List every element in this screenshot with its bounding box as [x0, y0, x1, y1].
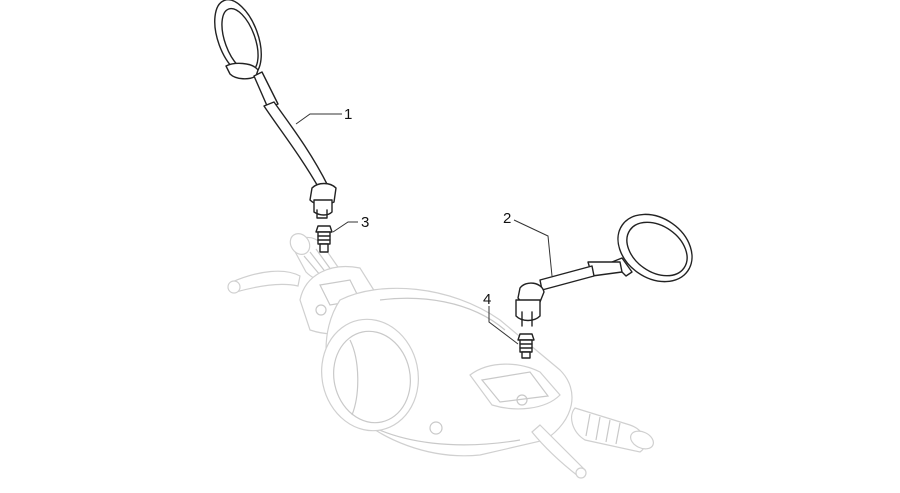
right-mirror-part [515, 213, 693, 327]
fixing-screw [429, 421, 443, 435]
leader-3 [332, 221, 358, 233]
right-switch-housing [469, 363, 561, 410]
left-mirror-stem [263, 101, 329, 191]
callout-3: 3 [361, 214, 369, 231]
left-mirror-part [214, 0, 337, 219]
callout-4: 4 [483, 291, 491, 308]
left-adaptor-part [315, 225, 333, 253]
left-brake-lever [227, 270, 301, 294]
callout-2: 2 [503, 210, 511, 227]
handlebar-assembly [227, 233, 654, 479]
leader-2 [513, 219, 553, 277]
leader-lines [295, 113, 553, 345]
headlight [321, 318, 419, 432]
right-brake-lever [531, 424, 587, 479]
right-mirror-glass [617, 213, 693, 283]
leader-1 [295, 113, 342, 125]
right-adaptor-part [517, 333, 535, 359]
callout-1: 1 [344, 106, 352, 123]
right-grip [571, 407, 654, 453]
right-mirror-stem [539, 265, 595, 291]
leader-4 [488, 306, 519, 345]
